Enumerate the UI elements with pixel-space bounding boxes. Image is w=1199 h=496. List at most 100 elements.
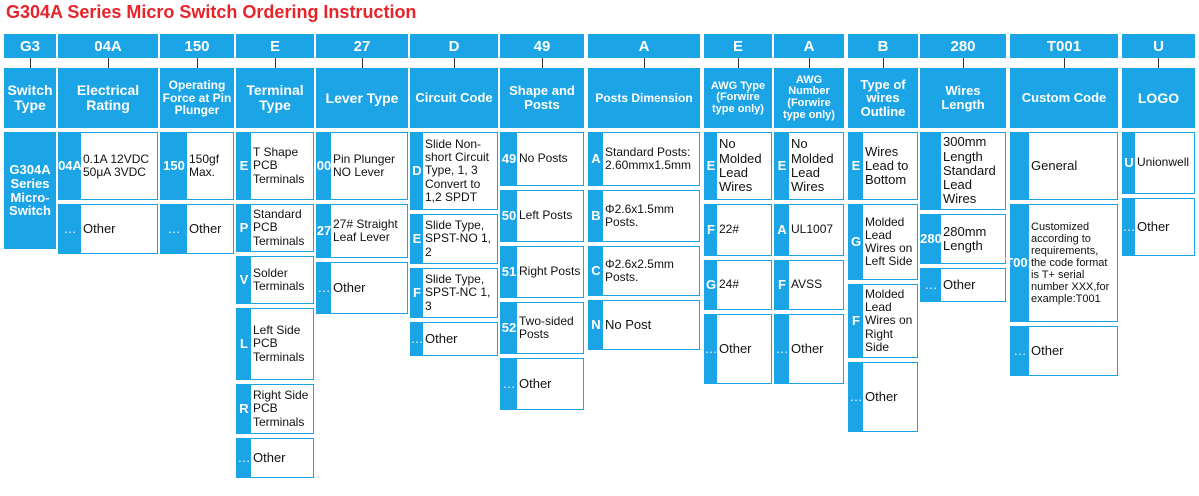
option-description: AVSS	[791, 277, 823, 292]
option-code: R	[237, 385, 251, 433]
option-description: UL1007	[791, 222, 834, 237]
option-description: Right Side PCB Terminals	[253, 388, 309, 429]
connector-line	[541, 58, 543, 68]
option-description: Other	[865, 388, 898, 404]
connector-line	[274, 58, 276, 68]
column-header: Terminal Type	[236, 68, 314, 128]
option-code: T001	[1005, 205, 1035, 321]
column-header: Posts Dimension	[588, 68, 700, 128]
column-code: E	[704, 34, 772, 58]
option-code: 00	[317, 133, 331, 199]
option-description: Solder Terminals	[253, 265, 305, 293]
column-header: Shape and Posts	[500, 68, 584, 128]
option-description: Slide Type, SPST-NC 1, 3	[425, 272, 491, 313]
option-description: Standard PCB Terminals	[253, 207, 305, 248]
column-code: 27	[316, 34, 408, 58]
option-code: 04A	[58, 133, 82, 199]
option-code: E	[705, 133, 717, 199]
option-item: …Other	[704, 314, 772, 384]
option-code: 52	[501, 303, 517, 353]
column-header: Circuit Code	[410, 68, 498, 128]
option-description: 0.1A 12VDC 50μA 3VDC	[83, 151, 150, 179]
option-description: 22#	[719, 222, 740, 237]
option-description: Customized according to requirements, th…	[1031, 220, 1110, 306]
option-description: Left Side PCB Terminals	[253, 323, 305, 364]
option-description: Φ2.6x1.5mm Posts.	[605, 201, 674, 229]
option-description: Slide Type, SPST-NO 1, 2	[425, 218, 492, 259]
option-code: …	[161, 205, 187, 253]
option-code: A	[589, 133, 603, 185]
option-description: Other	[1137, 218, 1170, 234]
option-code: 50	[501, 191, 517, 241]
page-title: G304A Series Micro Switch Ordering Instr…	[6, 2, 417, 22]
option-description: Φ2.6x2.5mm Posts.	[605, 256, 674, 284]
column-code: 49	[500, 34, 584, 58]
option-description: 24#	[719, 277, 740, 292]
option-description: Other	[791, 340, 824, 356]
column-header: Operating Force at Pin Plunger	[160, 68, 234, 128]
option-code: …	[775, 315, 789, 383]
column-code: A	[774, 34, 844, 58]
option-code: E	[849, 133, 863, 199]
connector-line	[107, 58, 109, 68]
option-code: 280	[920, 215, 942, 263]
column-header: Type of wires Outline	[848, 68, 918, 128]
option-description: Unionwell	[1137, 155, 1190, 170]
option-description: No Post	[605, 316, 652, 332]
option-code: …	[1011, 327, 1029, 375]
option-description: General	[1031, 157, 1078, 173]
option-item: …Other	[774, 314, 844, 384]
option-code: …	[921, 269, 941, 301]
column-header: Wires Length	[920, 68, 1006, 128]
option-code: …	[59, 205, 81, 253]
column-code: A	[588, 34, 700, 58]
option-description: Wires Lead to Bottom	[865, 143, 909, 188]
column-code: B	[848, 34, 918, 58]
option-item: …Other	[410, 322, 498, 356]
connector-line	[453, 58, 455, 68]
option-code: …	[317, 263, 331, 313]
connector-line	[29, 58, 31, 68]
option-code: E	[775, 133, 789, 199]
column-header: AWG Number (Forwire type only)	[774, 68, 844, 128]
option-code: N	[589, 301, 603, 349]
option-code: …	[1123, 199, 1136, 255]
column-code: G3	[4, 34, 56, 58]
connector-line	[808, 58, 810, 68]
connector-line	[1158, 58, 1159, 68]
option-description: Standard Posts: 2.60mmx1.5mm	[605, 144, 692, 172]
option-code: G	[849, 205, 863, 279]
option-code: E	[237, 133, 251, 199]
option-description: Other	[943, 276, 976, 292]
option-item: …Other	[500, 358, 584, 410]
option-description: Other	[333, 279, 366, 295]
column-header: Lever Type	[316, 68, 408, 128]
option-item: …Other	[58, 204, 158, 254]
connector-line	[737, 58, 739, 68]
